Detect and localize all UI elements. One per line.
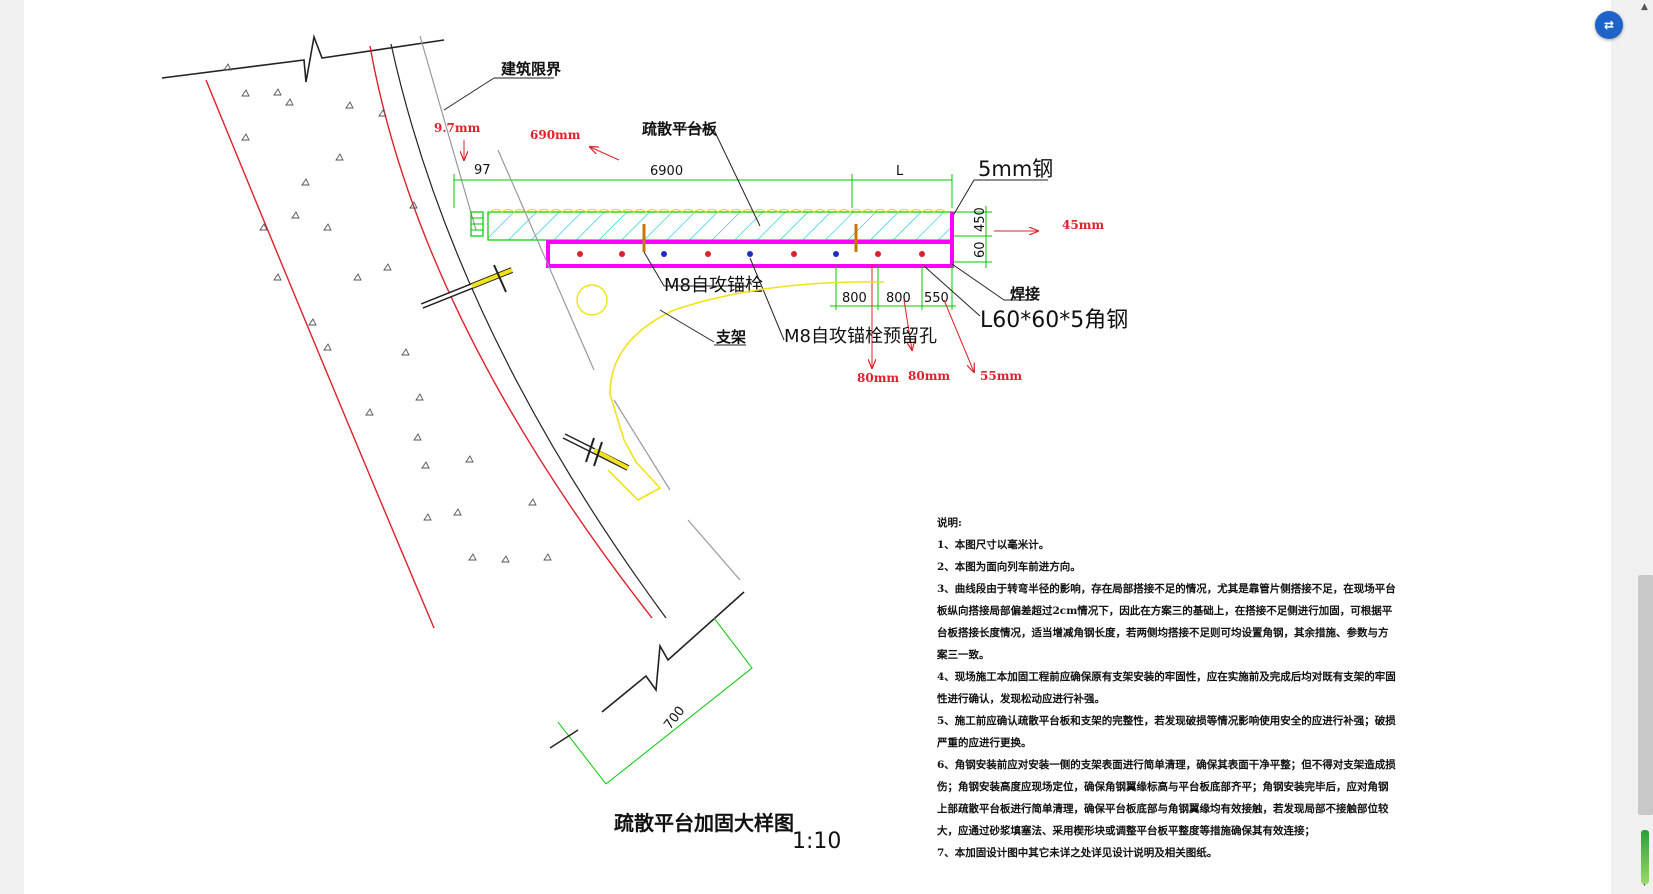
weld-leader xyxy=(951,263,1005,301)
building-limit-line xyxy=(419,35,477,231)
dim-700-line xyxy=(605,617,753,785)
bracket-label: 支架 xyxy=(715,328,746,346)
concrete-speckles xyxy=(223,63,552,563)
building-limit-leader xyxy=(443,77,495,111)
cad-drawing: 建筑限界 9.7mm 690mm 6900 L 97 450 60 xyxy=(161,34,1128,854)
notes-heading: 说明: xyxy=(937,517,962,529)
bolt-hole-label: M8自攻锚栓预留孔 xyxy=(784,326,937,347)
dim-700: 700 xyxy=(661,704,688,733)
drawing-title: 疏散平台加固大样图 xyxy=(614,811,794,835)
dim-6900: 6900 xyxy=(650,164,683,179)
tunnel-bottom-break-line xyxy=(601,591,745,713)
design-notes: 说明: 1、本图尺寸以毫米计。 2、本图为面向列车前进方向。 3、曲线段由于转弯… xyxy=(937,512,1397,864)
note-3: 3、曲线段由于转弯半径的影响，存在局部搭接不足的情况，尤其是靠管片侧搭接不足，在… xyxy=(937,583,1396,661)
angle-steel-label: L60*60*5角钢 xyxy=(980,308,1128,333)
angle-steel-leader xyxy=(923,265,981,317)
wall-anchor-hatch xyxy=(471,217,483,231)
tunnel-top-break-line xyxy=(161,34,445,83)
wall-anchor-bolt-lower xyxy=(562,433,630,471)
dim-97: 97 xyxy=(474,163,491,178)
note-6: 6、角钢安装前应对安装一侧的支架表面进行简单清理，确保其表面干净平整；但不得对支… xyxy=(937,759,1396,837)
annotation-45mm: 45mm xyxy=(1062,218,1104,232)
drawing-scale: 1:10 xyxy=(792,829,841,854)
support-grey-line-bottom xyxy=(687,519,741,581)
dim-450: 450 xyxy=(973,207,988,232)
annotation-80mm-a: 80mm xyxy=(857,371,899,385)
scroll-thumb[interactable] xyxy=(1638,575,1653,815)
bracket-yellow xyxy=(607,281,885,501)
bolt-leader xyxy=(643,251,665,287)
bracket-leader xyxy=(659,309,715,343)
bolt-holes xyxy=(577,251,925,257)
annotation-55mm: 55mm xyxy=(980,369,1022,383)
arrow-55mm xyxy=(943,299,974,372)
platform-board xyxy=(487,209,953,241)
drawing-sheet: 建筑限界 9.7mm 690mm 6900 L 97 450 60 xyxy=(24,0,1611,894)
translate-icon[interactable]: ⇄ xyxy=(1595,11,1623,39)
steel-5mm-label: 5mm钢 xyxy=(978,157,1053,181)
dim-700-tick xyxy=(557,721,607,785)
dim-60: 60 xyxy=(973,241,988,258)
platform-board-leader xyxy=(673,125,715,131)
dim-L: L xyxy=(896,164,904,179)
bolt-label: M8自攻锚栓 xyxy=(664,275,763,296)
progress-indicator xyxy=(1641,830,1649,884)
bottom-dimension-lines xyxy=(830,266,956,310)
tunnel-outer-red-curve xyxy=(205,79,435,629)
dim-550: 550 xyxy=(924,291,949,306)
scroll-up-icon[interactable]: ▲ xyxy=(1641,2,1648,12)
dim-800-b: 800 xyxy=(886,291,911,306)
bolt-hole-leader xyxy=(749,257,785,341)
annotation-9-7mm: 9.7mm xyxy=(434,121,481,135)
support-grey-line-lower xyxy=(613,399,671,491)
note-1: 1、本图尺寸以毫米计。 xyxy=(937,539,1050,551)
bracket-round-hole xyxy=(576,284,608,316)
dim-800-a: 800 xyxy=(842,291,867,306)
weld-label: 焊接 xyxy=(1010,285,1040,303)
steel-5mm-leader xyxy=(953,179,975,215)
self-tapping-bolts xyxy=(642,224,858,252)
arrow-80mm-b xyxy=(903,299,912,350)
note-5: 5、施工前应确认疏散平台板和支架的完整性，若发现破损等情况影响使用安全的应进行补… xyxy=(937,715,1396,749)
arrow-690mm xyxy=(590,147,620,161)
note-4: 4、现场施工本加固工程前应确保原有支架安装的牢固性，应在实施前及完成后均对既有支… xyxy=(937,671,1396,705)
dim-700-end-mark xyxy=(549,729,579,749)
platform-board-label: 疏散平台板 xyxy=(642,120,718,138)
annotation-80mm-b: 80mm xyxy=(908,369,950,383)
wall-anchor-bolt-upper xyxy=(420,264,514,309)
support-grey-line-upper xyxy=(497,149,595,371)
annotation-690mm: 690mm xyxy=(530,128,581,142)
top-dimension-lines xyxy=(453,174,992,268)
building-limit-label: 建筑限界 xyxy=(501,60,561,78)
tunnel-inner-black-curve xyxy=(390,43,667,619)
vertical-scrollbar[interactable]: ▲ ▼ xyxy=(1631,0,1653,894)
note-2: 2、本图为面向列车前进方向。 xyxy=(937,561,1081,573)
platform-board-leader2 xyxy=(713,129,761,227)
note-7: 7、本加固设计图中其它未详之处详见设计说明及相关图纸。 xyxy=(937,847,1218,859)
tunnel-inner-red-curve xyxy=(369,45,653,619)
